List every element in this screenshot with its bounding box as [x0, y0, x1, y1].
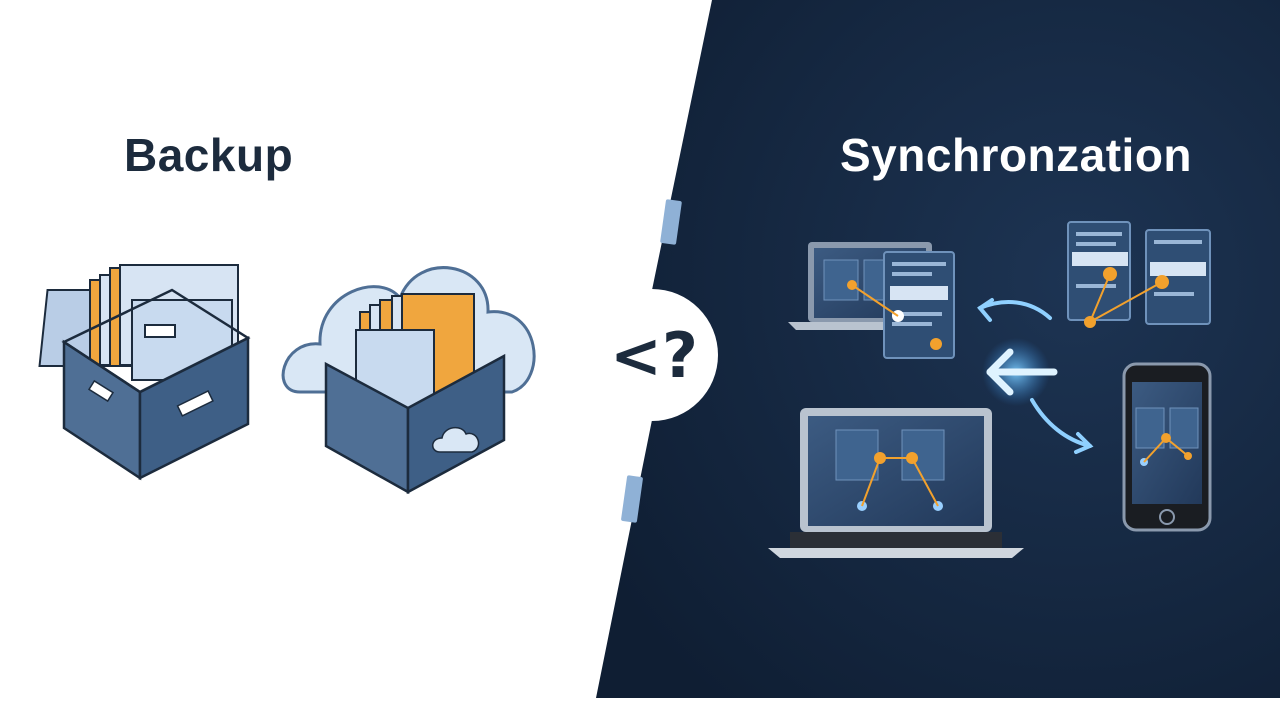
cloud-file-box-icon [281, 266, 536, 495]
laptop-large-icon [768, 408, 1024, 558]
center-circle [586, 289, 718, 421]
smartphone-icon [1122, 362, 1212, 532]
sync-arrows-icon [977, 298, 1094, 454]
synchronization-title: Synchronzation [840, 129, 1193, 181]
backup-title: Backup [124, 129, 294, 181]
divider-tab-top [660, 199, 682, 245]
divider-tab-bottom [621, 475, 643, 523]
file-box-icon [38, 264, 251, 481]
document-card-icon [851, 251, 955, 359]
document-pair-icon [1067, 221, 1211, 328]
question-symbol: <? [610, 319, 698, 392]
